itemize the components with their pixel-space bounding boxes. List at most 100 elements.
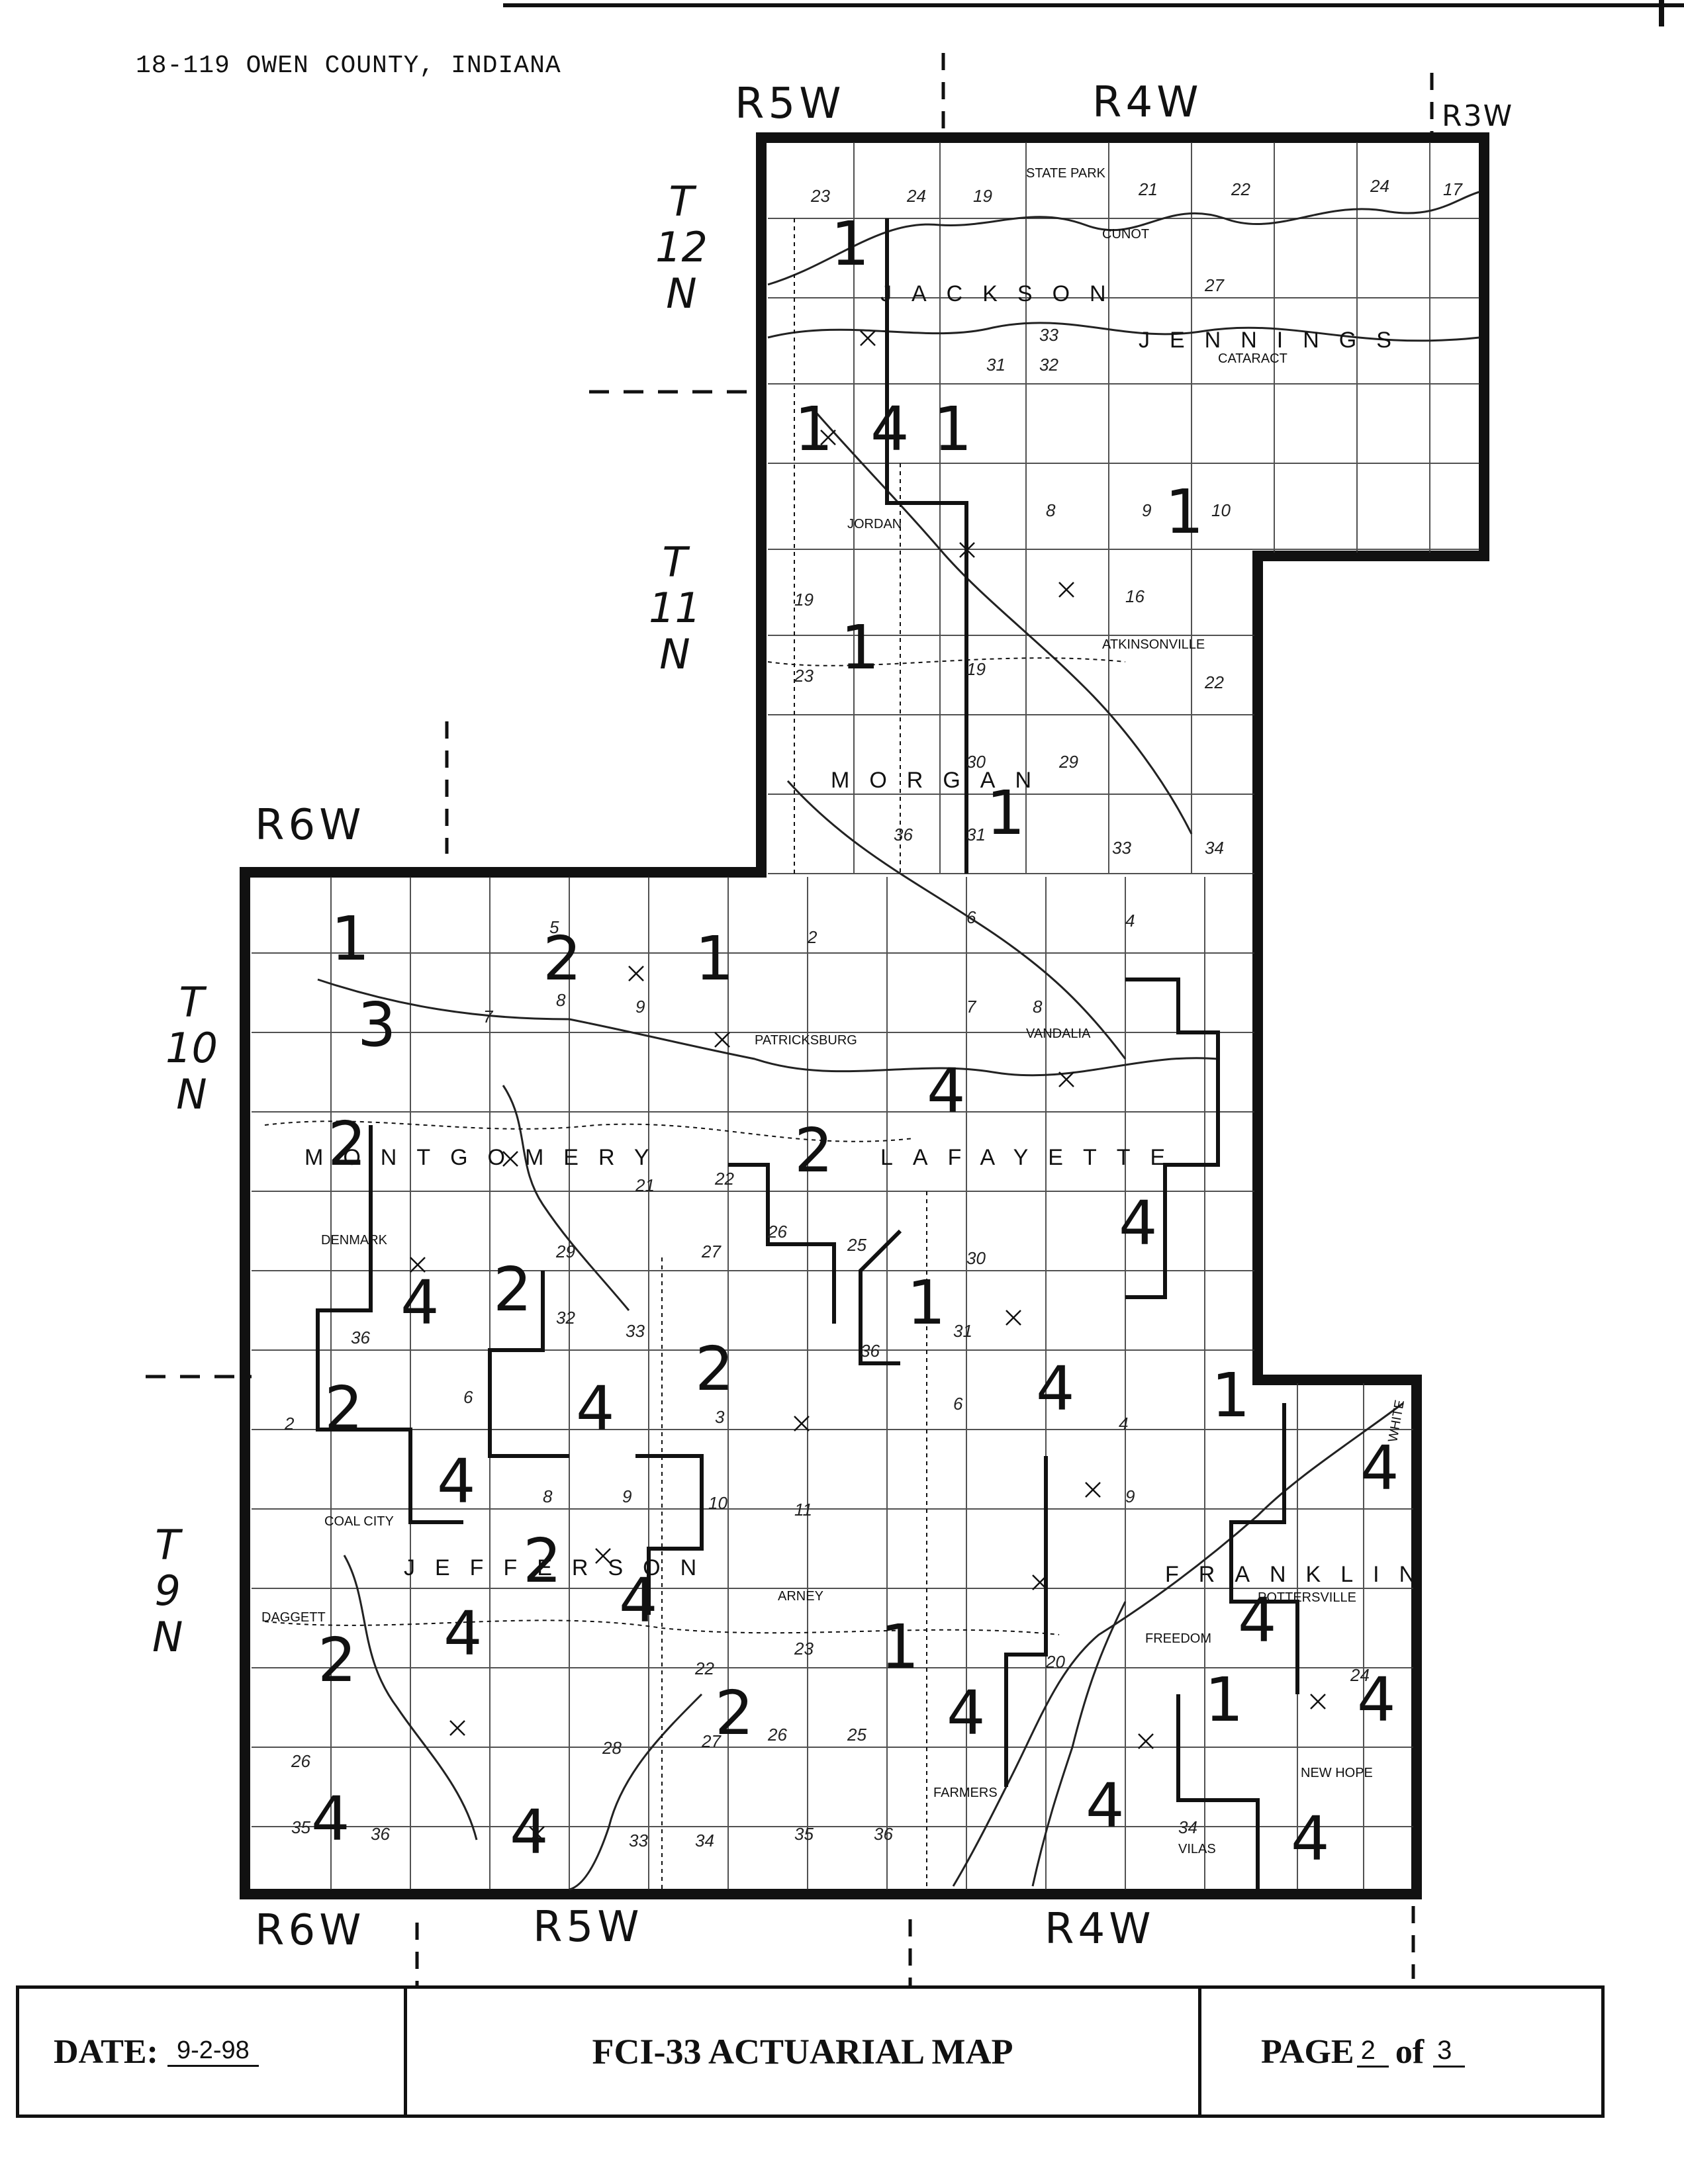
svg-text:2: 2 (284, 1414, 295, 1433)
svg-text:VILAS: VILAS (1178, 1842, 1216, 1856)
svg-text:8: 8 (1033, 997, 1043, 1017)
svg-text:JORDAN: JORDAN (847, 517, 902, 531)
svg-text:9: 9 (635, 997, 645, 1017)
svg-text:4: 4 (947, 1678, 986, 1749)
svg-text:8: 8 (556, 990, 566, 1010)
range-label-top-r4w: R4W (1092, 78, 1203, 127)
svg-text:6: 6 (953, 1394, 963, 1414)
svg-text:30: 30 (966, 752, 986, 772)
svg-text:4: 4 (510, 1797, 549, 1868)
svg-text:33: 33 (629, 1831, 648, 1850)
svg-text:24: 24 (1350, 1665, 1370, 1685)
title-block: DATE: 9-2-98 FCI-33 ACTUARIAL MAP PAGE 2… (16, 1985, 1605, 2118)
svg-text:23: 23 (794, 1639, 814, 1659)
svg-text:4: 4 (1125, 911, 1135, 931)
svg-text:FREEDOM: FREEDOM (1145, 1631, 1211, 1646)
page-label: PAGE (1261, 2032, 1354, 2071)
svg-text:30: 30 (966, 1248, 986, 1268)
svg-text:WHITE: WHITE (1385, 1399, 1407, 1443)
date-value: 9-2-98 (167, 2036, 259, 2067)
svg-text:22: 22 (714, 1169, 734, 1189)
svg-text:32: 32 (556, 1308, 575, 1328)
svg-text:2: 2 (324, 1373, 363, 1444)
svg-text:LAFAYETTE: LAFAYETTE (880, 1145, 1185, 1170)
svg-text:VANDALIA: VANDALIA (1026, 1026, 1091, 1041)
svg-text:4: 4 (1119, 1188, 1158, 1259)
svg-text:4: 4 (1360, 1433, 1399, 1504)
svg-text:MONTGOMERY: MONTGOMERY (304, 1145, 669, 1170)
svg-text:2: 2 (523, 1525, 562, 1596)
svg-text:1: 1 (1211, 1360, 1250, 1431)
rating-zone-numbers: 1 1 4 1 1 1 1 1 2 1 3 2 2 4 4 1 4 2 2 2 … (311, 208, 1399, 1874)
svg-text:29: 29 (555, 1242, 575, 1261)
svg-text:10: 10 (1211, 500, 1231, 520)
svg-text:JEFFERSON: JEFFERSON (404, 1555, 716, 1580)
range-label-bottom-r4w: R4W (1045, 1905, 1155, 1954)
svg-text:1: 1 (1165, 477, 1204, 547)
svg-text:33: 33 (626, 1321, 645, 1341)
svg-text:6: 6 (966, 907, 976, 927)
svg-text:CUNOT: CUNOT (1102, 227, 1149, 242)
svg-text:35: 35 (794, 1824, 814, 1844)
svg-text:2: 2 (493, 1254, 532, 1325)
roads (264, 218, 1126, 1889)
range-label-top-r5w: R5W (735, 79, 845, 128)
svg-text:4: 4 (576, 1373, 615, 1444)
date-label: DATE: (54, 2032, 158, 2071)
svg-text:4: 4 (1357, 1664, 1396, 1735)
svg-text:26: 26 (291, 1751, 310, 1771)
svg-text:ATKINSONVILLE: ATKINSONVILLE (1102, 637, 1205, 652)
svg-text:1: 1 (933, 394, 972, 465)
svg-text:34: 34 (1205, 838, 1224, 858)
rating-zone-boundaries (316, 218, 1299, 1893)
svg-text:36: 36 (371, 1824, 390, 1844)
svg-text:1: 1 (986, 778, 1025, 848)
svg-text:MORGAN: MORGAN (831, 768, 1051, 793)
svg-text:34: 34 (1178, 1817, 1197, 1837)
svg-text:4: 4 (437, 1446, 476, 1517)
svg-text:2: 2 (807, 927, 818, 947)
svg-text:DAGGETT: DAGGETT (261, 1610, 326, 1625)
svg-text:21: 21 (635, 1175, 655, 1195)
svg-text:4: 4 (1291, 1803, 1330, 1874)
svg-text:31: 31 (986, 355, 1006, 375)
svg-text:4: 4 (927, 1056, 966, 1126)
svg-text:33: 33 (1039, 325, 1058, 345)
svg-text:31: 31 (966, 825, 986, 844)
svg-text:33: 33 (1112, 838, 1131, 858)
svg-text:NEW HOPE: NEW HOPE (1301, 1766, 1373, 1780)
map-title-cell: FCI-33 ACTUARIAL MAP (407, 1989, 1201, 2115)
date-cell: DATE: 9-2-98 (19, 1989, 407, 2115)
svg-text:4: 4 (1036, 1353, 1075, 1424)
svg-text:23: 23 (794, 666, 814, 686)
svg-text:7: 7 (483, 1007, 494, 1026)
svg-text:2: 2 (715, 1678, 754, 1749)
svg-text:19: 19 (973, 186, 992, 206)
svg-text:1: 1 (831, 208, 870, 279)
svg-text:JACKSON: JACKSON (880, 281, 1126, 306)
svg-text:26: 26 (767, 1222, 787, 1242)
svg-text:CATARACT: CATARACT (1218, 351, 1287, 366)
svg-text:1: 1 (331, 903, 370, 974)
svg-text:36: 36 (861, 1341, 880, 1361)
range-label-top-r3w: R3W (1442, 99, 1514, 133)
svg-text:PATRICKSBURG: PATRICKSBURG (755, 1033, 857, 1048)
svg-text:4: 4 (400, 1267, 440, 1338)
svg-text:24: 24 (1370, 176, 1389, 196)
svg-text:4: 4 (1119, 1414, 1128, 1433)
svg-text:2: 2 (328, 1109, 367, 1179)
svg-text:31: 31 (953, 1321, 972, 1341)
map-header: 18-119 OWEN COUNTY, INDIANA (136, 52, 561, 80)
svg-text:22: 22 (694, 1659, 714, 1678)
svg-text:23: 23 (810, 186, 830, 206)
svg-text:1: 1 (841, 612, 880, 683)
place-name-labels: STATE PARK CUNOT CATARACT JORDAN ATKINSO… (261, 166, 1407, 1856)
svg-text:8: 8 (1046, 500, 1056, 520)
svg-text:27: 27 (701, 1242, 722, 1261)
svg-text:8: 8 (543, 1486, 553, 1506)
